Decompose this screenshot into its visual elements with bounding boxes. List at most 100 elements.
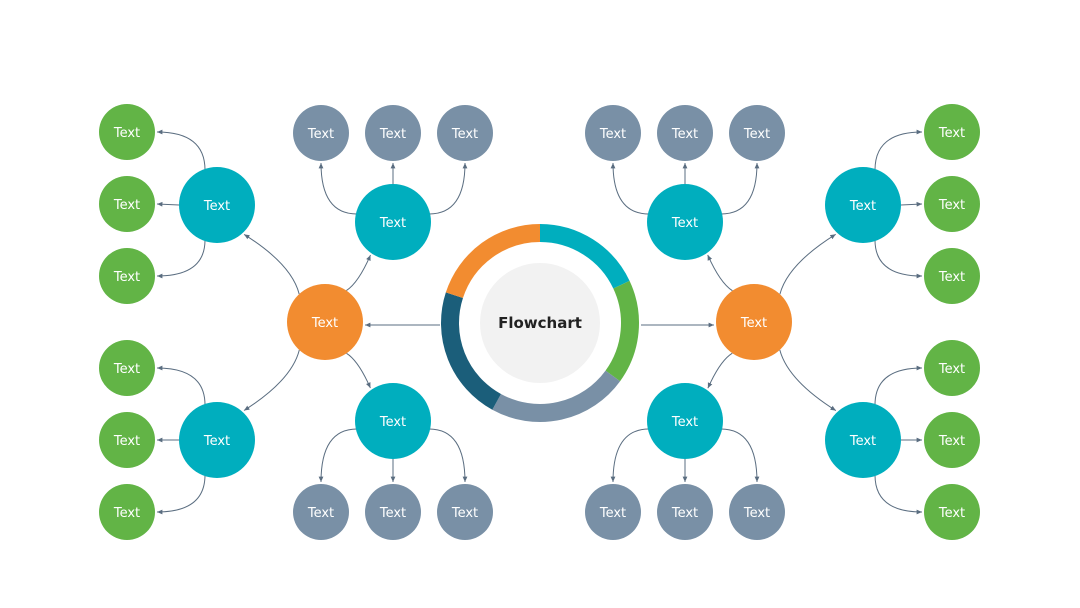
left-branch-outer-top-circle xyxy=(179,167,255,243)
right-branch-outer-bottom-leaf-3-connector xyxy=(874,474,923,515)
left-branch-outer-bottom-leaf-3-connector xyxy=(156,474,206,515)
right-branch-inner-top-leaf-1-circle xyxy=(585,105,641,161)
right-hub[interactable]: Text xyxy=(716,284,792,360)
left-branch-outer-bottom-leaf-2-label: Text xyxy=(113,434,140,449)
right-branch-outer-bottom-leaf-2-circle xyxy=(924,412,980,468)
left-branch-outer-bottom-label: Text xyxy=(203,434,230,449)
right-branch-outer-bottom-leaf-3[interactable]: Text xyxy=(924,484,980,540)
right-branch-outer-bottom-leaf-1-label: Text xyxy=(938,362,965,377)
left-branch-inner-top[interactable]: Text xyxy=(355,184,431,260)
left-branch-outer-top-leaf-2[interactable]: Text xyxy=(99,176,155,232)
ring-segment-slate xyxy=(492,370,621,422)
left-branch-inner-top-leaf-3-label: Text xyxy=(451,127,478,142)
right-branch-outer-bottom-circle xyxy=(825,402,901,478)
left-branch-inner-top-leaf-2-circle xyxy=(365,105,421,161)
left-branch-outer-bottom-leaf-3[interactable]: Text xyxy=(99,484,155,540)
left-branch-inner-top-leaf-1-connector xyxy=(318,162,358,215)
right-branch-outer-top-leaf-1-circle xyxy=(924,104,980,160)
left-branch-outer-top-leaf-2-connector xyxy=(156,201,180,207)
left-branch-outer-top-leaf-1[interactable]: Text xyxy=(99,104,155,160)
ring-segment-navy xyxy=(441,292,502,410)
ring-segment-green xyxy=(605,280,639,382)
left-branch-outer-top-leaf-1-connector xyxy=(156,129,206,171)
right-branch-outer-bottom-leaf-2[interactable]: Text xyxy=(924,412,980,468)
left-branch-inner-bottom-leaf-3-connector xyxy=(428,428,468,483)
right-branch-inner-top[interactable]: Text xyxy=(647,184,723,260)
left-branch-inner-top-connector xyxy=(346,254,371,292)
right-branch-outer-bottom-leaf-2-label: Text xyxy=(938,434,965,449)
left-branch-inner-top-circle xyxy=(355,184,431,260)
left-branch-outer-bottom-leaf-3-circle xyxy=(99,484,155,540)
left-branch-inner-top-leaf-1-label: Text xyxy=(307,127,334,142)
center-hub xyxy=(480,263,600,383)
right-branch-outer-bottom-leaf-1-circle xyxy=(924,340,980,396)
left-branch-outer-bottom-leaf-2-circle xyxy=(99,412,155,468)
right-branch-outer-bottom[interactable]: Text xyxy=(825,402,901,478)
left-branch-outer-top-leaf-3[interactable]: Text xyxy=(99,248,155,304)
right-branch-outer-top-leaf-2[interactable]: Text xyxy=(924,176,980,232)
left-branch-outer-top-leaf-3-circle xyxy=(99,248,155,304)
left-branch-outer-top-leaf-1-label: Text xyxy=(113,126,140,141)
right-branch-inner-bottom-label: Text xyxy=(671,415,698,430)
right-branch-inner-top-leaf-3[interactable]: Text xyxy=(729,105,785,161)
right-branch-inner-bottom-leaf-1-circle xyxy=(585,484,641,540)
left-branch-inner-top-leaf-1[interactable]: Text xyxy=(293,105,349,161)
left-branch-outer-bottom-leaf-2[interactable]: Text xyxy=(99,412,155,468)
left-branch-inner-bottom-leaf-2-circle xyxy=(365,484,421,540)
left-branch-inner-bottom-leaf-1[interactable]: Text xyxy=(293,484,349,540)
right-branch-outer-top-leaf-2-connector xyxy=(900,201,923,207)
left-branch-inner-top-leaf-2[interactable]: Text xyxy=(365,105,421,161)
left-branch-inner-bottom-leaf-2-label: Text xyxy=(379,506,406,521)
left-branch-inner-bottom-leaf-1-label: Text xyxy=(307,506,334,521)
right-branch-outer-top-leaf-2-label: Text xyxy=(938,198,965,213)
right-branch-inner-bottom-leaf-2[interactable]: Text xyxy=(657,484,713,540)
right-branch-inner-bottom-leaf-3[interactable]: Text xyxy=(729,484,785,540)
right-branch-inner-top-leaf-2-circle xyxy=(657,105,713,161)
right-branch-outer-top-leaf-1[interactable]: Text xyxy=(924,104,980,160)
right-branch-inner-top-leaf-3-circle xyxy=(729,105,785,161)
connector-layer xyxy=(156,129,923,515)
left-branch-inner-bottom-leaf-2[interactable]: Text xyxy=(365,484,421,540)
left-branch-outer-bottom-leaf-1-label: Text xyxy=(113,362,140,377)
left-branch-outer-top-leaf-2-circle xyxy=(99,176,155,232)
right-branch-inner-top-connector xyxy=(707,254,733,292)
left-branch-inner-top-leaf-1-circle xyxy=(293,105,349,161)
left-branch-inner-top-leaf-3[interactable]: Text xyxy=(437,105,493,161)
right-branch-outer-bottom-leaf-1[interactable]: Text xyxy=(924,340,980,396)
left-branch-inner-bottom[interactable]: Text xyxy=(355,383,431,459)
left-branch-outer-top-leaf-3-connector xyxy=(156,239,206,279)
right-branch-inner-bottom-leaf-2-label: Text xyxy=(671,506,698,521)
right-branch-inner-top-leaf-2[interactable]: Text xyxy=(657,105,713,161)
right-branch-inner-bottom[interactable]: Text xyxy=(647,383,723,459)
right-branch-outer-top-circle xyxy=(825,167,901,243)
right-branch-outer-bottom-connector xyxy=(779,349,837,412)
right-branch-inner-bottom-leaf-1[interactable]: Text xyxy=(585,484,641,540)
right-branch-inner-bottom-leaf-1-connector xyxy=(610,428,650,483)
right-branch-outer-top-leaf-3[interactable]: Text xyxy=(924,248,980,304)
left-branch-outer-top-leaf-3-label: Text xyxy=(113,270,140,285)
left-branch-inner-bottom-connector xyxy=(346,352,371,389)
left-hub[interactable]: Text xyxy=(287,284,363,360)
left-branch-outer-bottom-leaf-1[interactable]: Text xyxy=(99,340,155,396)
right-branch-outer-top[interactable]: Text xyxy=(825,167,901,243)
right-branch-inner-bottom-leaf-2-circle xyxy=(657,484,713,540)
right-branch-outer-top-leaf-1-connector xyxy=(874,129,923,171)
right-branch-outer-bottom-label: Text xyxy=(849,434,876,449)
center-label: Flowchart xyxy=(498,314,582,332)
left-branch-outer-bottom-connector xyxy=(243,349,300,411)
right-branch-inner-top-leaf-1[interactable]: Text xyxy=(585,105,641,161)
left-branch-inner-bottom-circle xyxy=(355,383,431,459)
left-branch-inner-bottom-label: Text xyxy=(379,415,406,430)
left-branch-inner-bottom-leaf-3[interactable]: Text xyxy=(437,484,493,540)
left-hub-label: Text xyxy=(311,316,338,331)
ring-segment-orange xyxy=(445,224,541,299)
ring-segment-teal xyxy=(539,224,630,289)
left-branch-outer-bottom[interactable]: Text xyxy=(179,402,255,478)
center-ring xyxy=(441,224,639,422)
left-branch-outer-bottom-circle xyxy=(179,402,255,478)
right-branch-outer-top-label: Text xyxy=(849,199,876,214)
right-branch-outer-top-leaf-2-circle xyxy=(924,176,980,232)
left-branch-outer-top[interactable]: Text xyxy=(179,167,255,243)
